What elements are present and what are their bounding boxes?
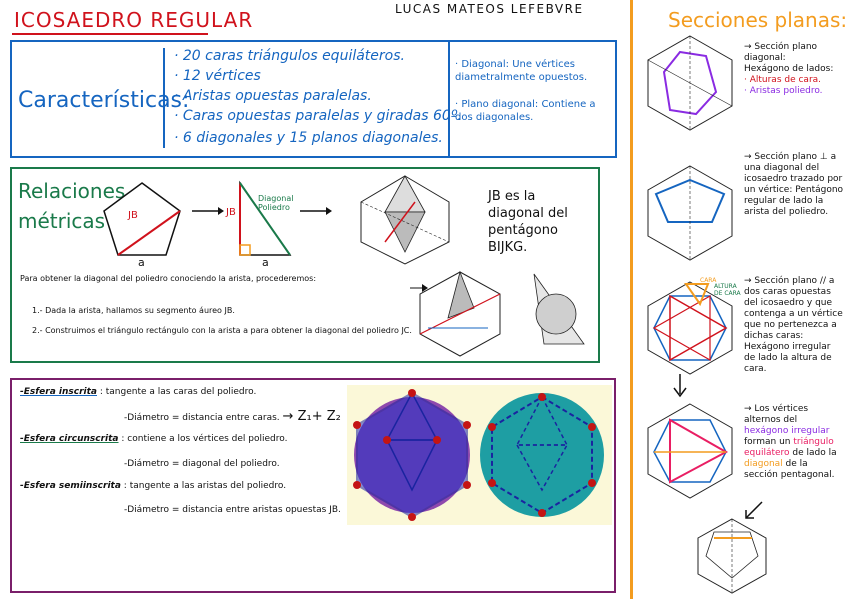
diagonal-arrow: [745, 501, 763, 519]
seccion-3-cara-label: CARA: [700, 277, 717, 284]
plano-diagonal-note: · Plano diagonal: Contiene a dos diagona…: [455, 99, 596, 123]
seccion-1-line-b: Hexágono de lados:: [744, 64, 834, 74]
icosahedron-diagram-1: [360, 175, 450, 265]
esfera-semi-diam: -Diámetro = distancia entre aristas opue…: [124, 505, 341, 515]
procedure-step-2: 2.- Construimos el triángulo rectángulo …: [32, 326, 412, 335]
seccion-3-text: → Sección plano // a dos caras opuestas …: [744, 276, 843, 374]
seccion-1-text: → Sección plano diagonal: Hexágono de la…: [744, 42, 844, 97]
seccion-1-diagram: [647, 35, 733, 131]
page-title: ICOSAEDRO REGULAR: [14, 8, 254, 32]
triangle-jb-label: JB: [226, 207, 236, 218]
diagonal-note: · Diagonal: Une vértices diametralmente …: [455, 59, 588, 83]
seccion-4-part-a: → Los vértices alternos del: [744, 404, 809, 425]
author-name: LUCAS MATEOS LEFEBVRE: [395, 2, 584, 16]
relaciones-label-line2: métricas: [18, 209, 106, 233]
seccion-1-line-a: → Sección plano diagonal:: [744, 42, 818, 63]
seccion-4-part-b: hexágono irregular: [744, 426, 830, 436]
triangle-diagonal-label: Diagonal Poliedro: [258, 194, 294, 212]
caracteristica-item: · 6 diagonales y 15 planos diagonales.: [174, 130, 443, 146]
esfera-semi-desc: : tangente a las aristas del poliedro.: [123, 481, 287, 491]
arrow-head: [218, 207, 224, 215]
esfera-semi-row: -Esfera semiinscrita : tangente a las ar…: [20, 481, 286, 491]
seccion-4-text: → Los vértices alternos del hexágono irr…: [744, 404, 844, 481]
seccion-4-diagram: [647, 403, 733, 499]
down-arrow: [673, 374, 687, 398]
triangle-hypotenuse: [239, 182, 291, 256]
esfera-circ-name: -Esfera circunscrita: [20, 434, 119, 444]
esfera-inscrita-row: -Esfera inscrita : tangente a las caras …: [20, 387, 256, 397]
pentagon-shape: [103, 182, 181, 256]
triangle-side-label: a: [262, 256, 269, 269]
seccion-3-altura-label: ALTURA DE CARA: [714, 283, 741, 297]
caracteristicas-box: [10, 40, 617, 158]
procedure-step-1: 1.- Dada la arista, hallamos su segmento…: [32, 306, 235, 315]
esfera-circ-desc: : contiene a los vértices del poliedro.: [121, 434, 288, 444]
right-angle-mark: [239, 244, 251, 256]
seccion-5-diagram: [697, 518, 767, 594]
secciones-title: Secciones planas:: [668, 8, 848, 32]
arrow-head-2: [326, 207, 332, 215]
seccion-1-line-c: · Alturas de cara.: [744, 75, 822, 85]
relaciones-box: [10, 167, 600, 363]
column-divider: [630, 0, 633, 599]
spheres-image: [353, 389, 604, 521]
esfera-circ-diam: -Diámetro = diagonal del poliedro.: [124, 459, 280, 469]
esfera-inscrita-desc: : tangente a las caras del poliedro.: [99, 387, 257, 397]
esfera-inscrita-diam: -Diámetro = distancia entre caras.: [124, 413, 280, 423]
pentagon-jb-label: JB: [128, 210, 138, 221]
esfera-inscrita-formula: → Z₁+ Z₂: [282, 409, 341, 424]
seccion-4-part-g: de la sección pentagonal.: [744, 459, 835, 480]
pentagon-side-label: a: [138, 256, 145, 269]
seccion-4-part-c: forman un: [744, 437, 791, 447]
relaciones-label-line1: Relaciones: [18, 179, 126, 203]
seccion-1-line-d: · Aristas poliedro.: [744, 86, 823, 96]
caracteristica-item: · Aristas opuestas paralelas.: [174, 88, 372, 104]
caracteristica-item: · 12 vértices: [174, 68, 261, 84]
seccion-3-diagram: [647, 281, 733, 375]
esferas-box: [10, 378, 616, 593]
caracteristica-item: · 20 caras triángulos equiláteros.: [174, 48, 405, 64]
seccion-4-part-e: de lado la: [792, 448, 837, 458]
jb-note: JB es la diagonal del pentágono BIJKG.: [488, 189, 568, 255]
esfera-inscrita-diam-row: -Diámetro = distancia entre caras. → Z₁+…: [124, 409, 341, 424]
seccion-4-part-d: triángulo equilátero: [744, 437, 834, 458]
caracteristicas-divider: [448, 40, 450, 158]
relaciones-label: Relaciones métricas: [18, 176, 125, 236]
icosahedron-diagram-2: [410, 270, 585, 357]
caracteristicas-label: Características:: [18, 88, 190, 113]
caracteristica-item: · Caras opuestas paralelas y giradas 60º…: [174, 108, 462, 124]
seccion-2-text: → Sección plano ⊥ a una diagonal del ico…: [744, 152, 844, 217]
pentagon-triangle-diagram: [103, 180, 332, 256]
esfera-semi-name: -Esfera semiinscrita: [20, 481, 121, 491]
esfera-circ-row: -Esfera circunscrita : contiene a los vé…: [20, 434, 287, 444]
seccion-2-diagram: [647, 165, 733, 261]
seccion-4-part-f: diagonal: [744, 459, 783, 469]
procedure-intro: Para obtener la diagonal del poliedro co…: [20, 274, 317, 283]
pentagon-diagonal: [117, 210, 181, 256]
esfera-inscrita-name: -Esfera inscrita: [20, 387, 97, 397]
title-underline: [12, 33, 208, 35]
caracteristicas-brace: [163, 48, 173, 148]
